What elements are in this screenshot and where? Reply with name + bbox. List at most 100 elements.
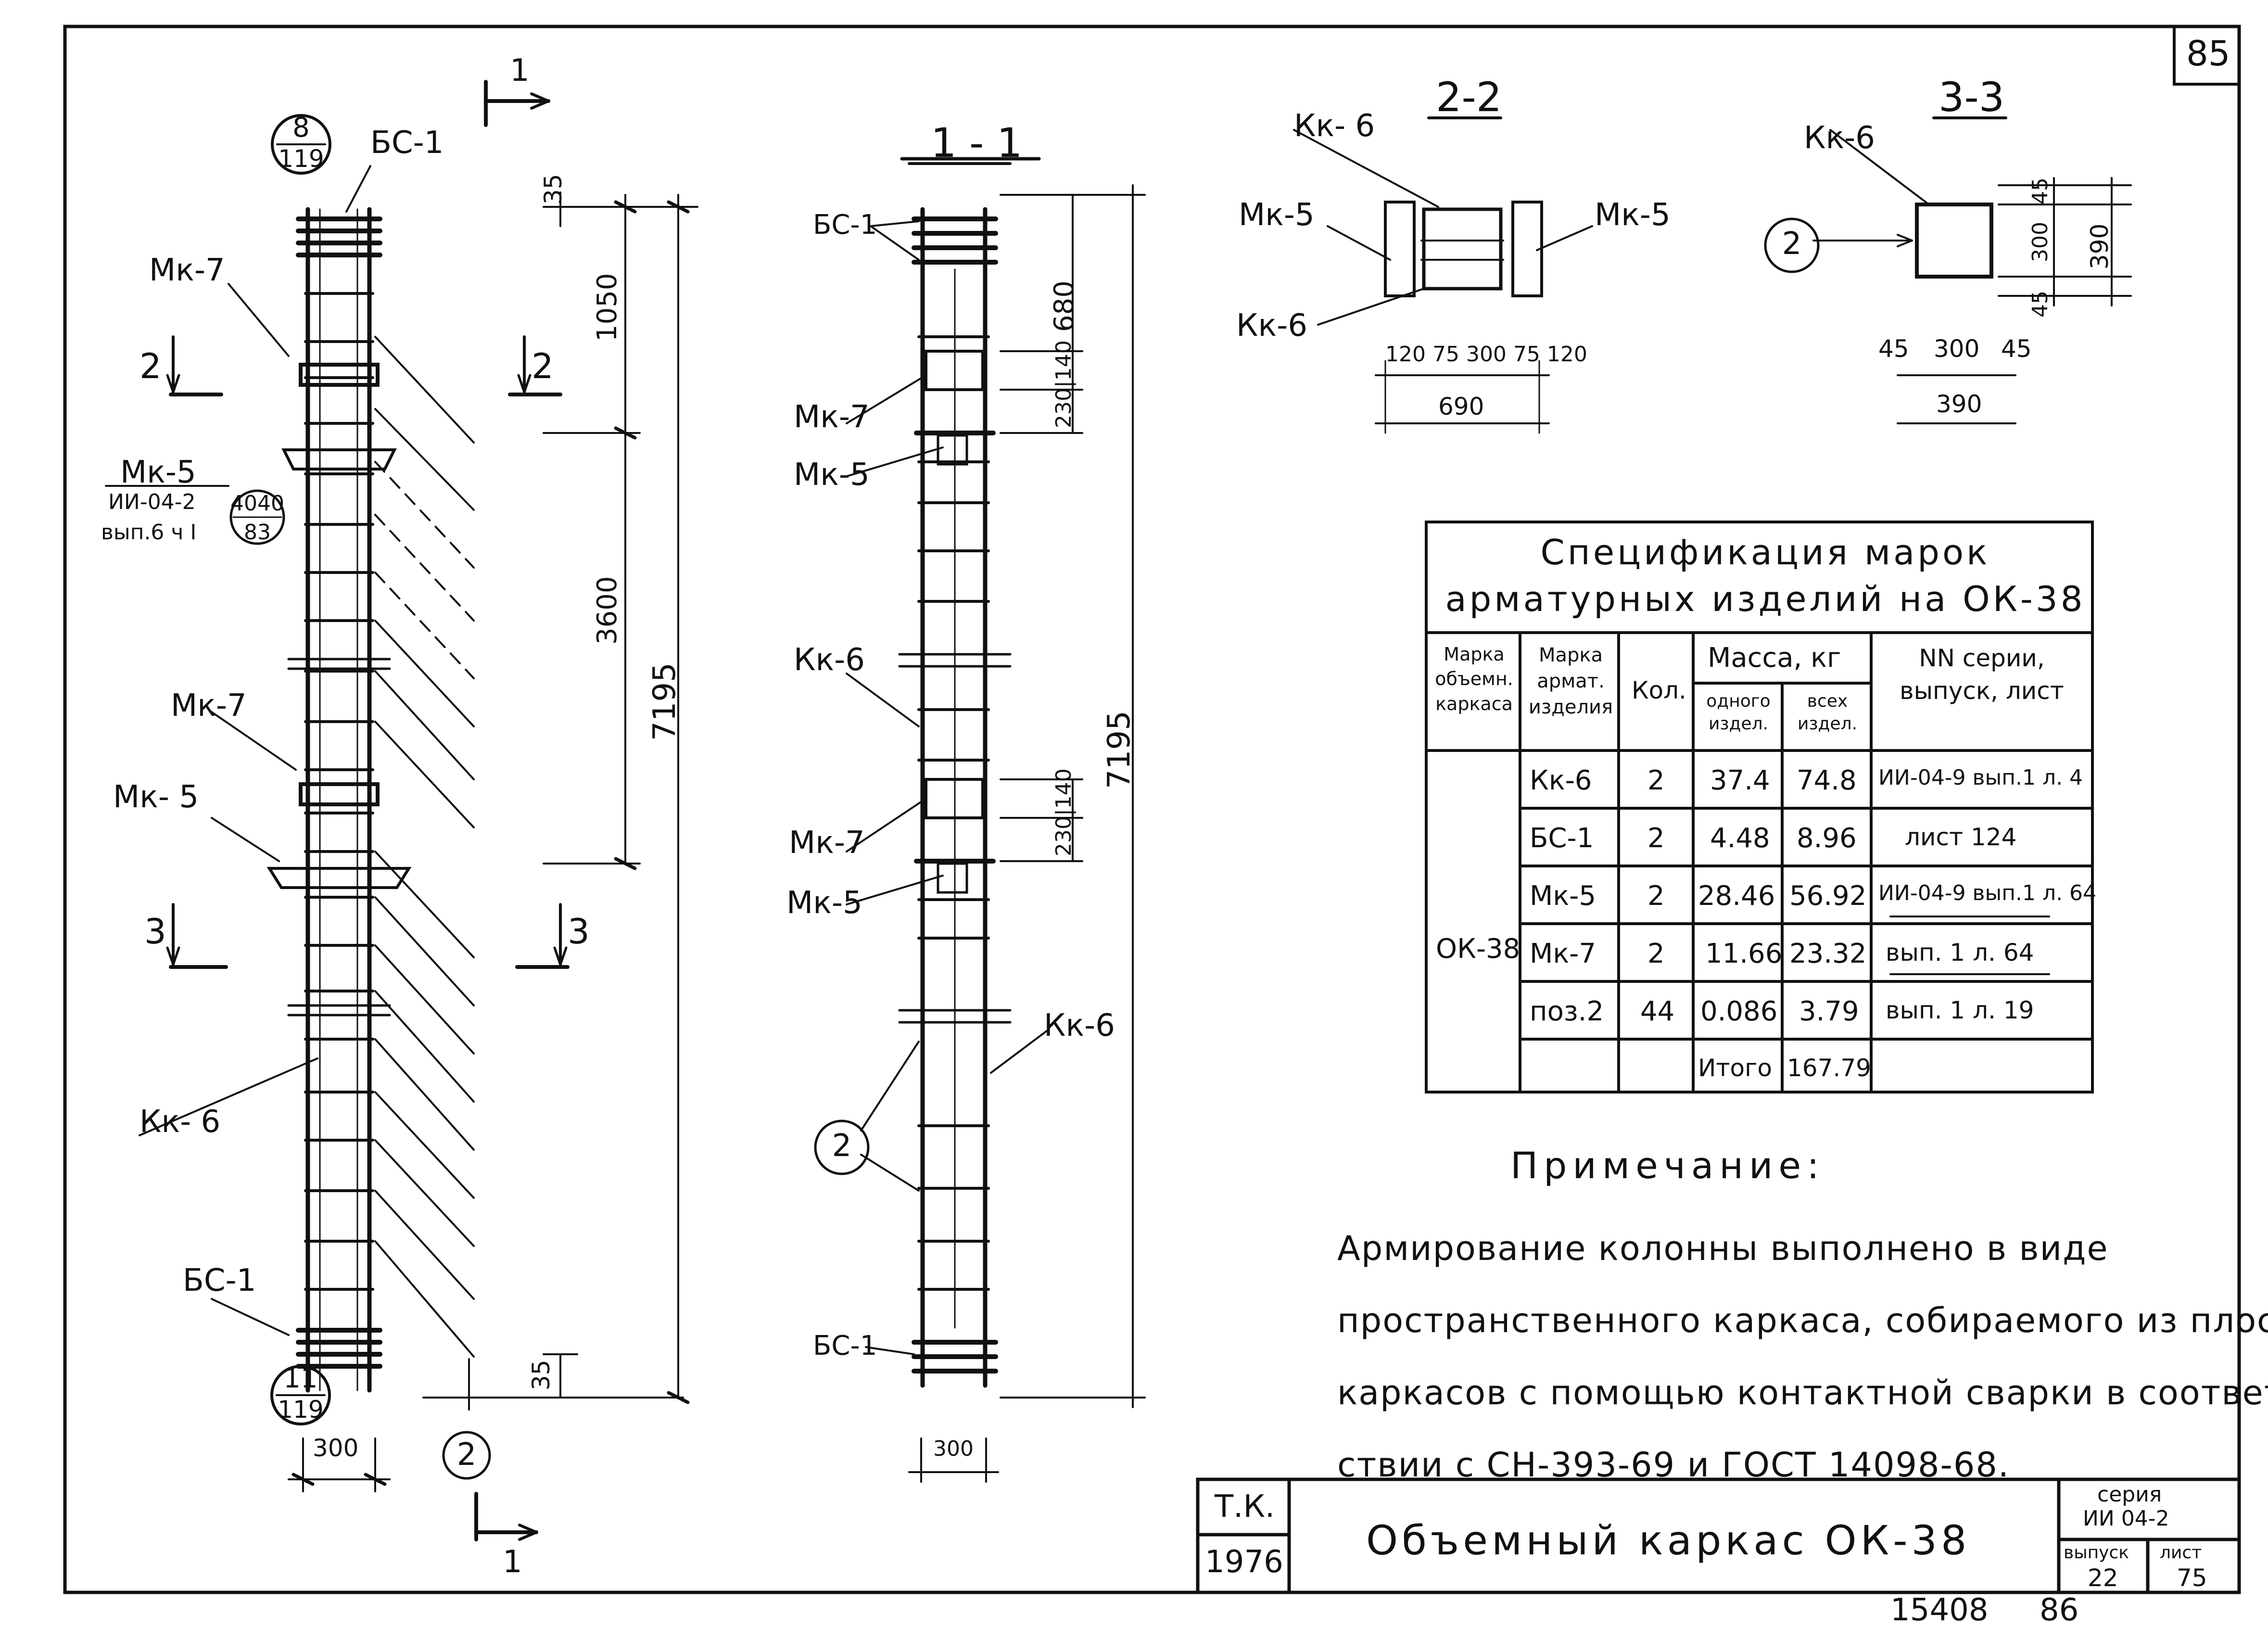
spec-row-all: 8.96 bbox=[1797, 823, 1857, 854]
section-3-left: 3 bbox=[144, 911, 166, 952]
spec-row-qty: 2 bbox=[1647, 765, 1665, 796]
note-heading: Примечание: bbox=[1510, 1144, 1825, 1187]
spec-row-ref: лист 124 bbox=[1905, 823, 2017, 851]
spec-total-value: 167.79 bbox=[1787, 1054, 1871, 1082]
s11-pos2-label: 2 bbox=[832, 1128, 852, 1164]
dim-35-top: 35 bbox=[539, 174, 567, 204]
label-mk5-ref-line1: ИИ-04-2 bbox=[108, 490, 196, 514]
spec-row-qty: 2 bbox=[1647, 880, 1665, 912]
dim-3600: 3600 bbox=[592, 576, 623, 645]
section-2-2-title: 2-2 bbox=[1436, 74, 1502, 121]
title-block-grid bbox=[1196, 1477, 2241, 1594]
label-bs1-bottom: БС-1 bbox=[183, 1263, 256, 1298]
dim-1050: 1050 bbox=[592, 273, 623, 342]
s33-dim-h-total: 390 bbox=[1936, 390, 1982, 418]
title-block-issue-label: выпуск bbox=[2064, 1543, 2129, 1563]
s33-label-kk6: Кк-6 bbox=[1804, 120, 1875, 156]
s11-label-kk6-right: Кк-6 bbox=[1044, 1008, 1115, 1043]
s33-dim-h-45-right: 45 bbox=[2001, 335, 2032, 363]
s22-label-mk5-right: Мк-5 bbox=[1595, 197, 1671, 233]
spec-row-all: 23.32 bbox=[1789, 938, 1867, 969]
dim-7195-elevation: 7195 bbox=[647, 662, 683, 741]
section-1-1-title: 1 - 1 bbox=[931, 119, 1023, 166]
spec-frame-mark: ОК-38 bbox=[1436, 933, 1520, 965]
s22-label-kk6-bottom: Кк-6 bbox=[1236, 308, 1307, 343]
note-line: пространственного каркаса, собираемого и… bbox=[1337, 1301, 2268, 1340]
spec-row-mark: Кк-6 bbox=[1530, 765, 1592, 796]
section-2-left: 2 bbox=[139, 346, 162, 386]
s33-dim-v-300: 300 bbox=[2028, 222, 2053, 262]
spec-header-mass-one: одного издел. bbox=[1706, 691, 1771, 734]
label-mk5-mid: Мк- 5 bbox=[113, 779, 199, 815]
s22-label-kk6-top: Кк- 6 bbox=[1294, 108, 1375, 144]
section-3-3 bbox=[1764, 116, 2132, 424]
spec-header-volume-mark: Марка объемн. каркаса bbox=[1435, 644, 1513, 714]
section-3-right: 3 bbox=[568, 911, 590, 952]
s33-dim-v-45-bottom: 45 bbox=[2028, 291, 2053, 318]
spec-header-mass: Масса, кг bbox=[1708, 642, 1841, 674]
s11-label-bs1-bottom: БС-1 bbox=[813, 1330, 877, 1361]
dim-300-elevation: 300 bbox=[313, 1434, 359, 1462]
sheet-frame bbox=[63, 25, 2241, 1594]
spec-table-title: Спецификация марок арматурных изделий на… bbox=[1445, 532, 2086, 620]
s11-label-mk7-top: Мк-7 bbox=[794, 399, 870, 435]
sheet-number: 85 bbox=[2186, 33, 2230, 74]
spec-header-series: NN серии, выпуск, лист bbox=[1900, 644, 2064, 705]
pos2-label-elevation: 2 bbox=[456, 1437, 477, 1473]
spec-row-ref: ИИ-04-9 вып.1 л. 4 bbox=[1878, 765, 2083, 790]
spec-total-label: Итого bbox=[1698, 1054, 1772, 1082]
title-block-issue-value: 22 bbox=[2088, 1564, 2118, 1592]
title-block-org: Т.К. bbox=[1215, 1489, 1275, 1525]
s11-label-bs1-top: БС-1 bbox=[813, 209, 877, 241]
spec-row-one: 37.4 bbox=[1710, 765, 1770, 796]
s11-dim-680: 680 bbox=[1049, 280, 1080, 332]
spec-row-ref: вып. 1 л. 64 bbox=[1886, 939, 2034, 967]
title-block-year: 1976 bbox=[1205, 1544, 1283, 1580]
label-mk5-ref-line2: вып.6 ч I bbox=[101, 520, 197, 545]
spec-row-mark: БС-1 bbox=[1530, 823, 1594, 854]
note-line: каркасов с помощью контактной сварки в с… bbox=[1337, 1373, 2268, 1412]
label-bs1-top: БС-1 bbox=[370, 125, 444, 161]
s11-label-mk5-top: Мк-5 bbox=[794, 457, 870, 493]
spec-header-qty: Кол. bbox=[1632, 676, 1686, 704]
label-mk5-top: Мк-5 bbox=[120, 455, 196, 490]
s11-label-mk7-mid: Мк-7 bbox=[789, 825, 865, 861]
dim-35-bottom: 35 bbox=[527, 1360, 555, 1390]
s11-dim-7195: 7195 bbox=[1102, 711, 1137, 789]
section-3-3-title: 3-3 bbox=[1939, 74, 2005, 121]
note-body: Армирование колонны выполнено в виде про… bbox=[1337, 1212, 2268, 1501]
spec-row-qty: 2 bbox=[1647, 938, 1665, 969]
spec-table-grid bbox=[1425, 521, 2094, 1094]
label-kk6: Кк- 6 bbox=[139, 1104, 221, 1140]
spec-row-ref: ИИ-04-9 вып.1 л. 64 bbox=[1878, 881, 2097, 905]
s33-dim-h-300: 300 bbox=[1934, 335, 1980, 363]
archive-page-number: 86 bbox=[2040, 1592, 2079, 1628]
callout-bottom-sheet: 119 bbox=[278, 1396, 324, 1424]
section-1-mark-top: 1 bbox=[510, 53, 530, 89]
s22-label-mk5-left: Мк-5 bbox=[1239, 197, 1315, 233]
s33-dim-h-45-left: 45 bbox=[1878, 335, 1909, 363]
sheet-number-box bbox=[2173, 25, 2241, 86]
s11-dim-230-140-mid: 230|140 bbox=[1052, 768, 1076, 856]
callout-top-sheet: 119 bbox=[278, 145, 324, 173]
spec-row-one: 11.66 bbox=[1705, 938, 1783, 969]
callout-bottom-number: 11 bbox=[283, 1363, 318, 1394]
section-1-mark-bottom: 1 bbox=[503, 1544, 522, 1580]
s33-pos2-label: 2 bbox=[1782, 226, 1802, 262]
title-block-sheet-value: 75 bbox=[2177, 1564, 2207, 1592]
s33-dim-v-total: 390 bbox=[2086, 223, 2114, 269]
s11-dim-300: 300 bbox=[933, 1437, 974, 1461]
s33-dim-v-45-top: 45 bbox=[2028, 178, 2053, 204]
spec-row-qty: 44 bbox=[1640, 996, 1675, 1027]
spec-row-all: 74.8 bbox=[1797, 765, 1857, 796]
callout-top-number: 8 bbox=[292, 112, 310, 143]
label-mk7-mid: Мк-7 bbox=[171, 688, 247, 724]
spec-row-one: 4.48 bbox=[1710, 823, 1770, 854]
spec-row-all: 3.79 bbox=[1799, 996, 1859, 1027]
section-2-right: 2 bbox=[532, 346, 554, 386]
label-mk7-top: Мк-7 bbox=[149, 253, 225, 288]
s11-label-mk5-mid: Мк-5 bbox=[786, 885, 862, 921]
section-1-1-column bbox=[814, 157, 1146, 1483]
archive-number: 15408 bbox=[1890, 1592, 1989, 1628]
